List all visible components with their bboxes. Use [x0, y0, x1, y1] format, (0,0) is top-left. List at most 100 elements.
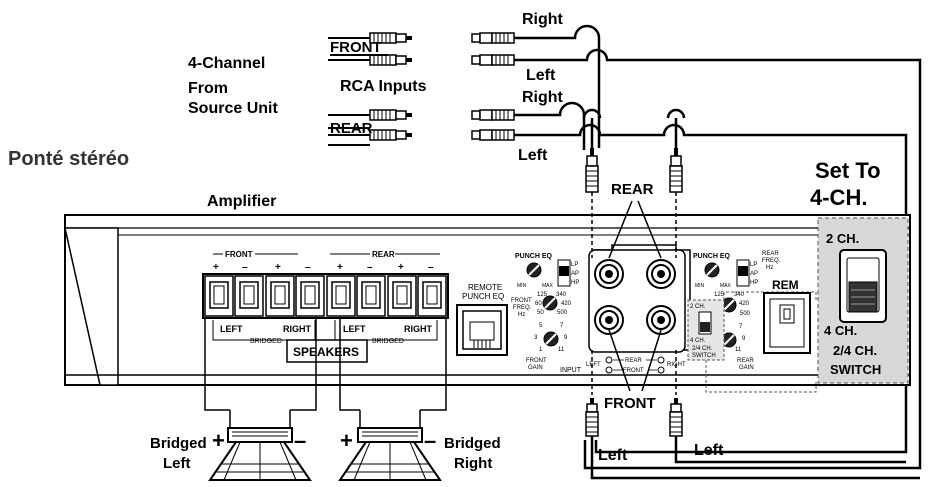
front-gain-11: 11	[558, 347, 565, 353]
bridge-right-left: LEFT	[343, 324, 366, 334]
speaker-left	[208, 427, 312, 481]
front-gain-9: 9	[564, 335, 568, 341]
rear-controls: PUNCH EQ MIN MAX LP AP HP REAR FREQ. Hz …	[693, 251, 781, 371]
rca-inputs-label: RCA Inputs	[340, 78, 427, 95]
bridge-right-right: RIGHT	[404, 324, 433, 334]
rear-gain-7: 7	[739, 324, 743, 330]
left-minus-sign: –	[294, 428, 306, 453]
terminal-sign-4: –	[305, 262, 311, 273]
remote-label-1: REMOTE	[468, 283, 502, 292]
front-min-label: MIN	[517, 283, 527, 289]
front-gain-label-2: GAIN	[528, 365, 543, 371]
front-freq-125: 125	[537, 292, 548, 298]
rear-gain-label-2: GAIN	[739, 365, 754, 371]
amplifier-label: Amplifier	[207, 193, 276, 210]
terminal-sign-3: +	[275, 262, 281, 273]
rear-freq-420: 420	[739, 301, 750, 307]
rear-callout-label: REAR	[611, 181, 654, 198]
punch-eq-rear-label: PUNCH EQ	[693, 253, 731, 260]
bridged-label-2: BRIDGED	[372, 338, 404, 345]
rear-input-label: REAR	[330, 120, 373, 137]
amp-ch4-label: 4 CH.	[690, 338, 706, 344]
bridged-right-label-1: Bridged	[444, 435, 501, 452]
front-max-label: MAX	[542, 283, 554, 289]
front-input-label: FRONT	[330, 39, 382, 56]
front-gain-1: 1	[539, 347, 543, 353]
front-callout: FRONT	[591, 329, 677, 412]
left-plus-sign: +	[212, 428, 225, 453]
rear-hp-label: HP	[750, 280, 758, 286]
rear-gain-9: 9	[742, 336, 746, 342]
terminal-sign-5: +	[337, 262, 343, 273]
front-freq-label-2: FREQ.	[513, 305, 532, 311]
right-minus-sign: –	[424, 428, 436, 453]
amp-ch24-label-2: SWITCH	[692, 353, 716, 359]
bridge-left-left: LEFT	[220, 324, 243, 334]
amp-ch24-label-1: 2/4 CH.	[692, 346, 713, 352]
amp-ch2-label: 2 CH.	[690, 304, 706, 310]
speaker-right	[338, 427, 442, 481]
rear-gain-11: 11	[735, 347, 742, 353]
right-plus-sign: +	[340, 428, 353, 453]
front-freq-60: 60	[535, 301, 542, 307]
rear-right-label: Right	[522, 89, 564, 106]
set-to-label: Set To	[815, 158, 881, 183]
rear-left-label: Left	[518, 147, 548, 164]
input-rear-label: REAR	[625, 358, 642, 364]
front-right-label: Right	[522, 11, 564, 28]
front-left-plug-label: Left	[598, 447, 628, 464]
remote-label-2: PUNCH EQ	[462, 292, 504, 301]
front-freq-420: 420	[561, 301, 572, 307]
front-gain-3: 3	[534, 335, 538, 341]
front-callout-label: FRONT	[604, 395, 656, 412]
ch-switch-callout: 2 CH. 4 CH. 2/4 CH. SWITCH	[817, 217, 909, 384]
rear-freq-125: 125	[714, 292, 725, 298]
front-freq-340: 340	[556, 292, 567, 298]
rear-freq-340: 340	[734, 292, 745, 298]
terminal-sign-6: –	[367, 262, 373, 273]
front-lp-label: LP	[571, 262, 578, 268]
front-plugs: Left Left	[585, 398, 920, 480]
source-label-line1: 4-Channel	[188, 55, 265, 72]
front-freq-50: 50	[537, 310, 544, 316]
rear-max-label: MAX	[720, 283, 732, 289]
input-left-label: LEFT	[586, 362, 601, 368]
terminal-rear-label: REAR	[372, 250, 395, 259]
rear-freq-label-3: Hz	[766, 265, 773, 271]
callout-switch-label-2: SWITCH	[830, 362, 881, 377]
front-left-label: Left	[526, 67, 556, 84]
input-jack-panel: REAR FRONT LEFT RIGHT	[586, 244, 691, 374]
punch-eq-front-label: PUNCH EQ	[515, 253, 553, 260]
front-gain-5: 5	[539, 323, 543, 329]
callout-ch4-label: 4 CH.	[824, 323, 857, 338]
rear-min-label: MIN	[695, 283, 705, 289]
front-controls: PUNCH EQ MIN MAX LP AP HP 125 340 60 420…	[511, 253, 582, 374]
terminal-sign-8: –	[428, 262, 434, 273]
front-right-plug-label: Left	[694, 442, 724, 459]
rear-gain-label-1: REAR	[737, 358, 754, 364]
rear-lp-label: LP	[750, 262, 757, 268]
set-to-value: 4-CH.	[810, 185, 867, 210]
speakers-label: SPEAKERS	[293, 345, 359, 359]
bridged-left-label-1: Bridged	[150, 435, 207, 452]
front-ap-label: AP	[571, 271, 579, 277]
terminal-front-label: FRONT	[225, 250, 253, 259]
rca-cables	[328, 24, 922, 470]
bridge-left-right: RIGHT	[283, 324, 312, 334]
ponte-stereo-title: Ponté stéréo	[8, 148, 129, 170]
rear-freq-label-2: FREQ.	[762, 258, 781, 264]
input-front-label: FRONT	[623, 368, 644, 374]
speaker-terminals: FRONT REAR + – + – + – + – LEFT RIGHT LE…	[202, 250, 449, 363]
front-freq-label-3: Hz	[518, 312, 525, 318]
terminal-sign-2: –	[242, 262, 248, 273]
callout-switch-label-1: 2/4 CH.	[833, 343, 877, 358]
front-freq-500: 500	[557, 310, 568, 316]
amp-ch-switch: 2 CH. 4 CH. 2/4 CH. SWITCH	[687, 291, 817, 393]
source-label-line2: From	[188, 80, 228, 97]
terminal-sign-1: +	[213, 262, 219, 273]
source-label-line3: Source Unit	[188, 100, 278, 117]
front-freq-label-1: FRONT	[511, 298, 532, 304]
rear-callout: REAR	[591, 181, 677, 259]
input-label: INPUT	[560, 367, 582, 374]
remote-punch-eq: REMOTE PUNCH EQ	[456, 283, 508, 356]
